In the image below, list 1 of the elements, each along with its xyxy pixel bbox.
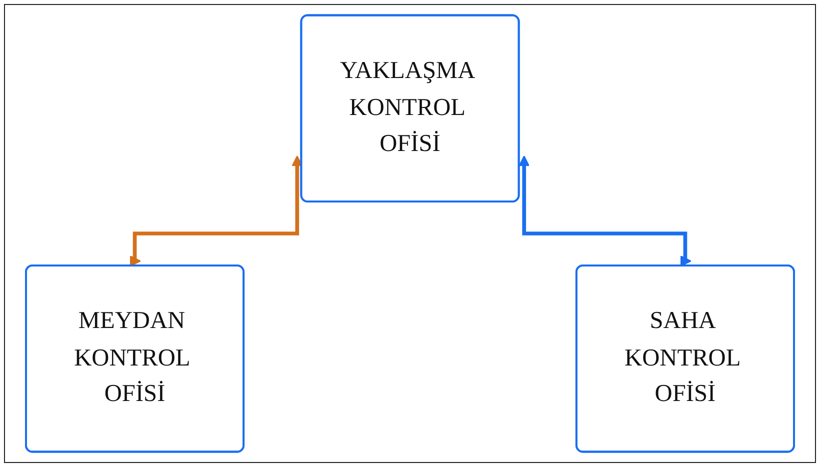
arrow <box>518 155 692 267</box>
